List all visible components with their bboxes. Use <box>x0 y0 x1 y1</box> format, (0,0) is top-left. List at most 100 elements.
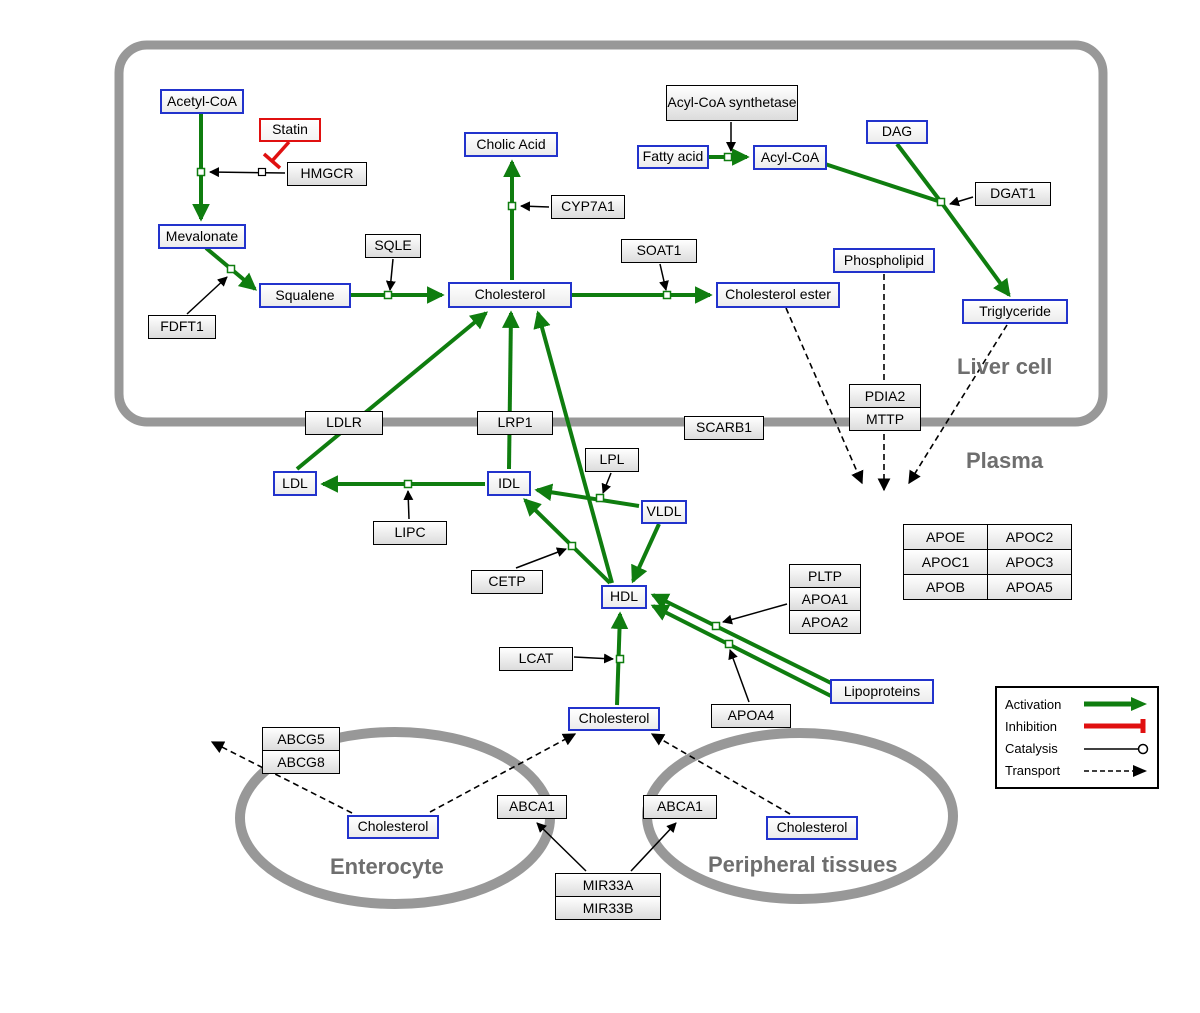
catalysis-fdft1 <box>186 276 228 315</box>
catalysis-dgat1 <box>949 196 974 207</box>
edge-lipoproteins-hdl-2 <box>650 604 834 699</box>
legend: Activation Inhibition Catalysis Transpor… <box>995 686 1159 789</box>
node-cholesterol-liver[interactable]: Cholesterol <box>448 282 572 308</box>
catalysis-symbol-icon <box>1084 743 1149 754</box>
node-acetyl-coa[interactable]: Acetyl-CoA <box>160 89 244 114</box>
node-fdft1[interactable]: FDFT1 <box>148 315 216 339</box>
node-soat1[interactable]: SOAT1 <box>621 239 697 263</box>
node-cholesterol-peripheral[interactable]: Cholesterol <box>766 816 858 840</box>
node-apoe[interactable]: APOE <box>904 525 988 550</box>
node-dgat1[interactable]: DGAT1 <box>975 182 1051 206</box>
reaction-anchors <box>196 152 946 664</box>
legend-transport: Transport <box>1005 763 1149 779</box>
legend-activation-label: Activation <box>1005 696 1062 712</box>
node-phospholipid[interactable]: Phospholipid <box>833 248 935 273</box>
node-cholesterol-enterocyte[interactable]: Cholesterol <box>347 815 439 839</box>
node-lcat[interactable]: LCAT <box>499 647 573 671</box>
catalysis-anchor-hmgcr <box>257 167 267 177</box>
node-abca1-peripheral[interactable]: ABCA1 <box>643 795 717 819</box>
node-acyl-coa-synthetase[interactable]: Acyl-CoA synthetase <box>666 85 798 121</box>
node-squalene[interactable]: Squalene <box>259 283 351 308</box>
node-abcg5[interactable]: ABCG5 <box>262 727 340 751</box>
node-mttp[interactable]: MTTP <box>849 407 921 431</box>
node-cholesterol-plasma[interactable]: Cholesterol <box>568 707 660 731</box>
node-apoa2[interactable]: APOA2 <box>789 610 861 634</box>
node-idl[interactable]: IDL <box>487 471 531 496</box>
stack-abcg: ABCG5 ABCG8 <box>262 727 340 774</box>
transport-symbol-icon <box>1084 764 1147 777</box>
inhibition-symbol-icon <box>1084 719 1146 734</box>
node-hmgcr[interactable]: HMGCR <box>287 162 367 186</box>
catalysis-lpl <box>601 472 612 494</box>
liver-cell-label: Liver cell <box>957 354 1053 379</box>
edge-anchor-triglyceride <box>939 200 1011 298</box>
node-apoc3[interactable]: APOC3 <box>988 550 1072 575</box>
catalysis-cetp <box>515 547 567 569</box>
edge-vldl-hdl <box>631 523 661 584</box>
catalysis-hmgcr <box>209 167 286 178</box>
node-lipc[interactable]: LIPC <box>373 521 447 545</box>
node-dag[interactable]: DAG <box>866 120 928 144</box>
transport-enterocyte-abcg <box>210 741 353 814</box>
node-abca1-enterocyte[interactable]: ABCA1 <box>497 795 567 819</box>
node-abcg8[interactable]: ABCG8 <box>262 750 340 774</box>
edge-hdl-livercholesterol <box>533 310 614 584</box>
node-apoc2[interactable]: APOC2 <box>988 525 1072 550</box>
node-cholesterol-ester[interactable]: Cholesterol ester <box>716 282 840 308</box>
legend-activation: Activation <box>1005 696 1149 712</box>
activation-edges <box>192 113 1011 706</box>
catalysis-soat1 <box>659 263 669 291</box>
transport-cholesterolester-plasma <box>785 307 864 485</box>
enterocyte-label: Enterocyte <box>330 854 444 879</box>
node-mevalonate[interactable]: Mevalonate <box>158 224 246 249</box>
legend-inhibition-label: Inhibition <box>1005 718 1058 734</box>
regulation-mir33-abca1-right <box>630 822 677 872</box>
edge-ldl-livercholesterol <box>295 311 489 471</box>
node-cetp[interactable]: CETP <box>471 570 543 594</box>
catalysis-pltp-apoa <box>722 603 788 625</box>
catalysis-sqle <box>385 258 396 291</box>
node-statin[interactable]: Statin <box>259 118 321 142</box>
node-lrp1[interactable]: LRP1 <box>477 411 553 435</box>
node-lipoproteins[interactable]: Lipoproteins <box>830 679 934 704</box>
node-apob[interactable]: APOB <box>904 575 988 600</box>
node-pdia2[interactable]: PDIA2 <box>849 384 921 408</box>
catalysis-apoa4 <box>728 649 750 703</box>
inhibition-edge <box>262 140 291 170</box>
node-apoc1[interactable]: APOC1 <box>904 550 988 575</box>
edge-hdl-idl-cetp <box>523 498 612 585</box>
node-ldlr[interactable]: LDLR <box>305 411 383 435</box>
node-apoa5[interactable]: APOA5 <box>988 575 1072 600</box>
catalysis-edges <box>186 122 974 872</box>
legend-catalysis-label: Catalysis <box>1005 741 1058 757</box>
node-apoa4[interactable]: APOA4 <box>711 704 791 728</box>
node-pltp[interactable]: PLTP <box>789 564 861 588</box>
node-sqle[interactable]: SQLE <box>365 234 421 258</box>
edge-idl-livercholesterol <box>502 310 520 470</box>
node-cholic-acid[interactable]: Cholic Acid <box>464 132 558 157</box>
node-vldl[interactable]: VLDL <box>641 500 687 524</box>
legend-transport-label: Transport <box>1005 763 1061 779</box>
node-fatty-acid[interactable]: Fatty acid <box>637 145 709 169</box>
node-cyp7a1[interactable]: CYP7A1 <box>551 195 625 219</box>
stack-pltp-apoa: PLTP APOA1 APOA2 <box>789 564 861 634</box>
node-apoa1[interactable]: APOA1 <box>789 587 861 611</box>
node-hdl[interactable]: HDL <box>601 585 647 609</box>
edge-vldl-idl <box>534 483 640 508</box>
inhibition-statin-bar <box>262 152 282 170</box>
node-triglyceride[interactable]: Triglyceride <box>962 299 1068 324</box>
activation-symbol-icon <box>1084 697 1147 712</box>
edge-acylcoa-anchor <box>824 162 942 204</box>
plasma-label: Plasma <box>966 448 1044 473</box>
node-scarb1[interactable]: SCARB1 <box>684 416 764 440</box>
node-lpl[interactable]: LPL <box>585 448 639 472</box>
catalysis-cyp7a1 <box>520 201 550 212</box>
node-acyl-coa2[interactable]: Acyl-CoA <box>753 145 827 170</box>
legend-inhibition: Inhibition <box>1005 718 1149 734</box>
node-ldl[interactable]: LDL <box>273 471 317 496</box>
node-mir33b[interactable]: MIR33B <box>555 896 661 920</box>
node-mir33a[interactable]: MIR33A <box>555 873 661 897</box>
peripheral-tissues-label: Peripheral tissues <box>708 852 898 877</box>
